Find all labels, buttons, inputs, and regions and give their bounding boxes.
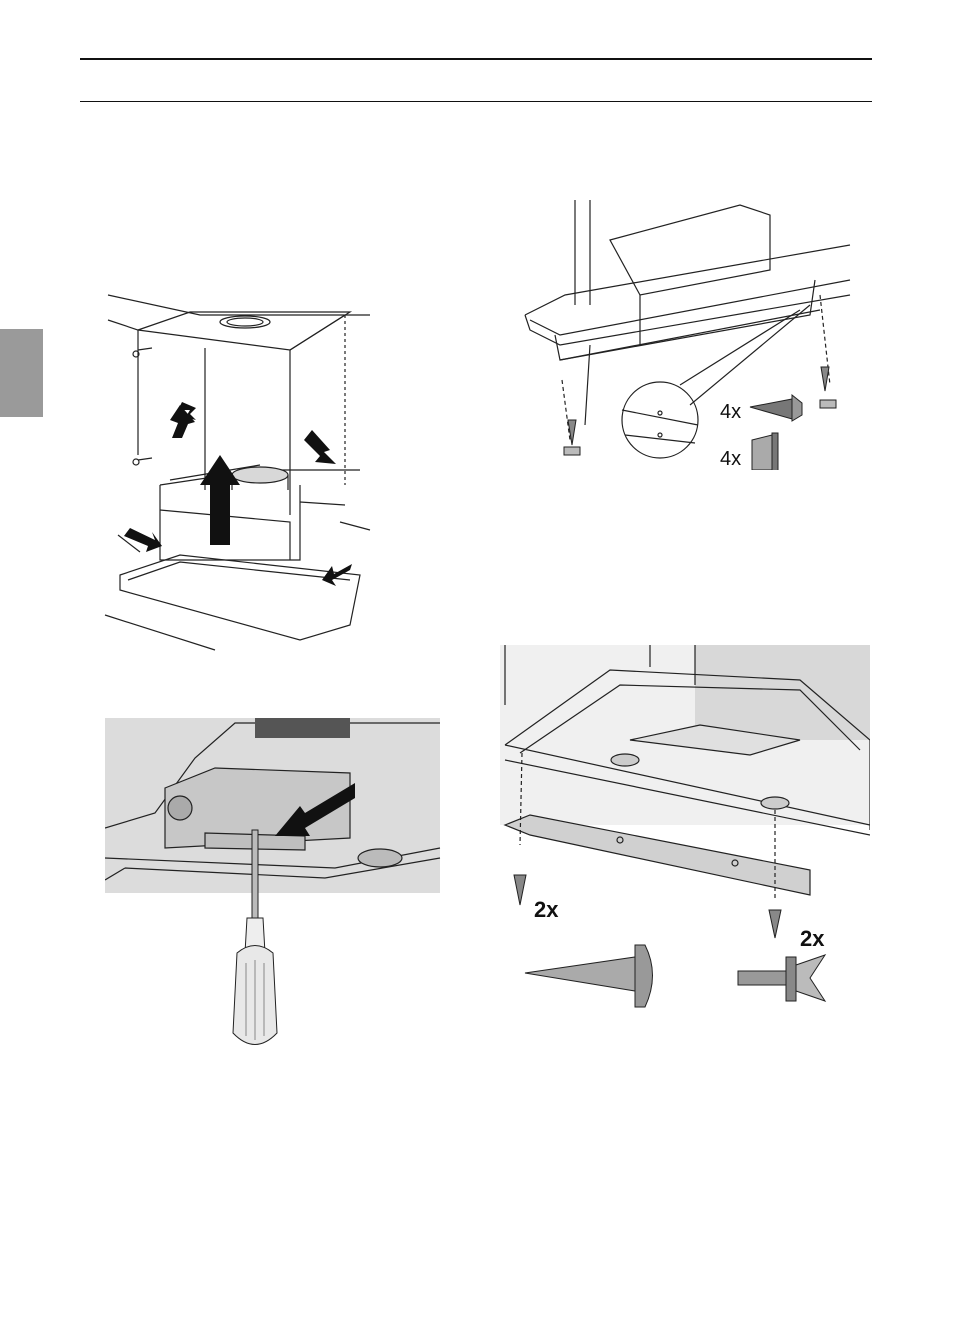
header-rule [80,58,872,60]
figure-remove-hood [100,290,380,660]
screw-hood-illustration: 4x 4x [520,195,865,470]
section-tab [0,329,43,417]
screw-quantity: 4x [720,401,741,423]
header-subrule [80,101,872,102]
figure-screw-hood: 4x 4x [520,195,865,470]
figure-attach-trim: 2x 2x [500,645,870,1015]
figure-unscrew-panel [105,718,445,1053]
screw-quantity: 2x [534,897,559,922]
remove-hood-illustration [100,290,380,660]
cap-quantity: 4x [720,448,741,470]
plug-quantity: 2x [800,926,825,951]
attach-trim-illustration: 2x 2x [500,645,870,1015]
unscrew-panel-illustration [105,718,445,1053]
